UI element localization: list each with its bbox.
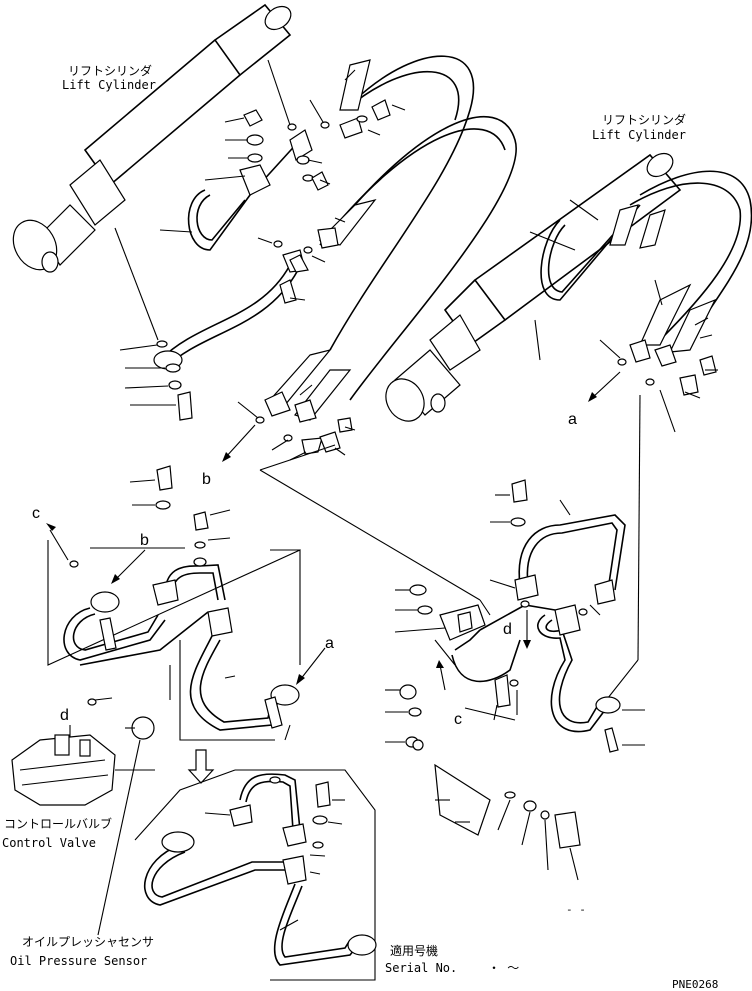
oil-pressure-sensor: [97, 716, 155, 936]
control-valve: [11, 734, 116, 806]
arrows-center-right: [436, 610, 531, 691]
right-leader-lines: [529, 199, 718, 709]
serial-no-jp: 適用号機: [390, 943, 438, 958]
control-valve-jp: コントロールバルブ: [4, 816, 112, 831]
left-hardware: [156, 99, 391, 455]
center-left-tube-assembly: [47, 465, 301, 741]
hollow-down-arrow: [187, 749, 215, 784]
letter-a-center: a: [325, 635, 334, 652]
right-hardware: [617, 339, 717, 396]
oil-pressure-sensor-en: Oil Pressure Sensor: [10, 954, 147, 968]
letter-a-top: a: [568, 411, 577, 428]
lift-cylinder-right-jp: リフトシリンダ: [602, 112, 686, 127]
serial-range: ・ ～: [488, 961, 519, 975]
arrow-a-top: [588, 371, 621, 402]
left-lift-cylinder: [12, 3, 292, 273]
control-valve-en: Control Valve: [2, 836, 96, 850]
serial-no-en: Serial No.: [385, 961, 457, 975]
center-right-leader-lines: [385, 494, 645, 881]
left-hoses: [268, 55, 517, 421]
left-lower-tube: [153, 249, 306, 370]
left-u-tube: [187, 129, 313, 251]
drawing-code: PNE0268: [672, 978, 718, 991]
letter-c-left: c: [32, 505, 40, 522]
right-lift-cylinder: [385, 152, 682, 422]
lift-cylinder-left-jp: リフトシリンダ: [68, 63, 152, 78]
letter-b-center: b: [140, 532, 149, 549]
center-left-leader-lines: [94, 479, 291, 771]
letter-d-right: d: [503, 621, 512, 638]
lift-cylinder-left-en: Lift Cylinder: [62, 78, 156, 92]
lift-cylinder-right-en: Lift Cylinder: [592, 128, 686, 142]
center-right-tube-assembly: [399, 479, 626, 849]
left-leader-lines: [114, 59, 406, 461]
letter-b-top: b: [202, 471, 211, 488]
connector-lines: [259, 444, 516, 721]
bottom-leader-lines: [204, 799, 345, 931]
letter-d-left: d: [60, 707, 69, 724]
letter-c-right: c: [454, 711, 462, 728]
arrows-center-left: [46, 523, 326, 764]
arrow-b-top: [222, 424, 256, 462]
right-dash: - -: [566, 903, 586, 916]
right-hoses: [609, 170, 752, 353]
bottom-alt-assembly: [134, 769, 377, 981]
oil-pressure-sensor-jp: オイルプレッシャセンサ: [22, 935, 154, 949]
